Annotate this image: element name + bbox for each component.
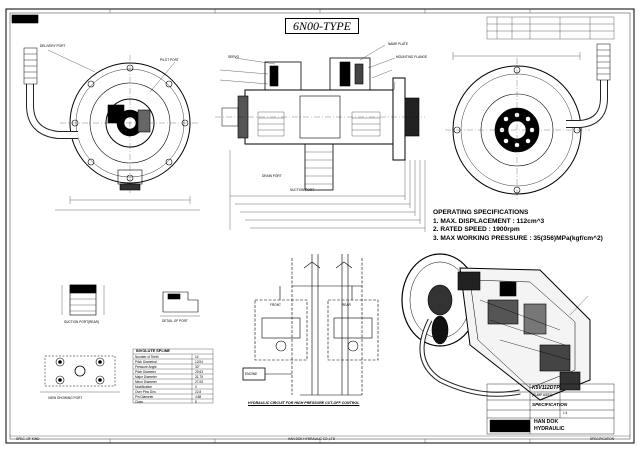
drawing-title: 6N00-TYPE [285,18,359,34]
port-pattern-view [40,355,120,393]
specs-heading: OPERATING SPECIFICATIONS [433,209,529,216]
spline-table-title: INVOLUTE SPLINE [136,349,170,353]
side-view [215,44,426,232]
title-block [486,383,615,435]
caption-view-showing-port: VIEW SHOWING PORT [48,396,83,400]
spline-row-value: 22.8 [195,390,202,394]
spec-max-pressure: 3. MAX WORKING PRESSURE : 35(356)MPa(kgf… [433,234,603,242]
titleblock-scale: 1:4 [563,411,568,415]
spline-row-key: Modification [135,385,153,389]
spline-table-values: 14 12/24 30° 29.63 31.75 27.05 0 22.8 4.… [195,355,203,400]
spline-table-keys: Number of Teeth Pitch Diametral Pressure… [135,355,159,400]
spline-row-value: 29.63 [195,370,203,374]
spline-detail [160,291,200,317]
label-drain-port: DRAIN PORT [262,174,282,178]
spline-row-key: Over Pins Dim. [135,390,157,394]
spline-row-value: 0 [195,385,197,389]
label-delivery-port: DELIVERY PORT [40,44,66,48]
spline-row-value: 31.75 [195,375,203,379]
circuit-label-front: FRONT [270,303,281,307]
spline-row-value: 14 [195,355,199,359]
front-view [23,47,200,211]
footer-right: SPECIFICATION [590,437,615,441]
rear-view [445,43,611,200]
spline-row-value: 5 [195,400,197,404]
label-name-plate: NAME PLATE [388,42,408,46]
label-pilot-port: PILOT PORT [160,58,179,62]
spline-row-key: Pitch Diameter [135,370,156,374]
spline-row-key: Pin Diameter [135,395,154,399]
spline-row-value: 4.88 [195,395,202,399]
port-detail-a [61,284,105,316]
spec-rated-speed: 2. RATED SPEED : 1900rpm [433,226,520,234]
titleblock-name: SPECIFICATION [532,402,568,407]
isometric-pump-view [401,253,591,401]
stamp-block [11,14,39,24]
spline-row-key: Pressure Angle [135,365,157,369]
spline-table-grid [132,348,214,404]
spline-row-key: Class [135,400,143,404]
revision-table [486,16,615,40]
operating-specifications: OPERATING SPECIFICATIONS 1. MAX. DISPLAC… [433,209,603,243]
spline-row-key: Number of Teeth [135,355,159,359]
titleblock-sub: (PUMP ASSY) [532,393,553,397]
label-suction-port: SUCTION PORT [290,188,315,192]
caption-detail-of-port: DETAIL OF PORT [162,319,188,323]
spline-row-value: 27.05 [195,380,203,384]
caption-suction-port-rear: SUCTION PORT(REAR) [64,320,100,324]
spline-row-value: 30° [195,365,200,369]
label-mounting-flange: MOUNTING FLANGE [396,55,427,59]
hydraulic-circuit [242,254,379,396]
spec-displacement: 1. MAX. DISPLACEMENT : 112cm^3 [433,217,545,225]
circuit-caption: HYDRAULIC CIRCUIT FOR HIGH PRESSURE CUT-… [248,401,360,405]
circuit-label-engine: ENGINE [245,372,258,376]
frame-ticks [109,9,531,443]
spline-row-key: Pitch Diametral [135,360,157,364]
footer-center: HAN DOK HYDRAULIC CO.,LTD [288,437,336,441]
titleblock-brand-2: HYDRAULIC [534,426,565,432]
footer-left: SPEC. OF KIND [16,437,40,441]
spline-row-key: Major Diameter [135,375,157,379]
titleblock-brand-1: HAN DOK [534,419,559,425]
spline-row-key: Minor Diameter [135,380,157,384]
spline-row-value: 12/24 [195,360,203,364]
label-servo: SERVO [228,55,240,59]
titleblock-part-no: K5V112DTP [532,385,560,391]
circuit-label-rear: REAR [342,303,351,307]
